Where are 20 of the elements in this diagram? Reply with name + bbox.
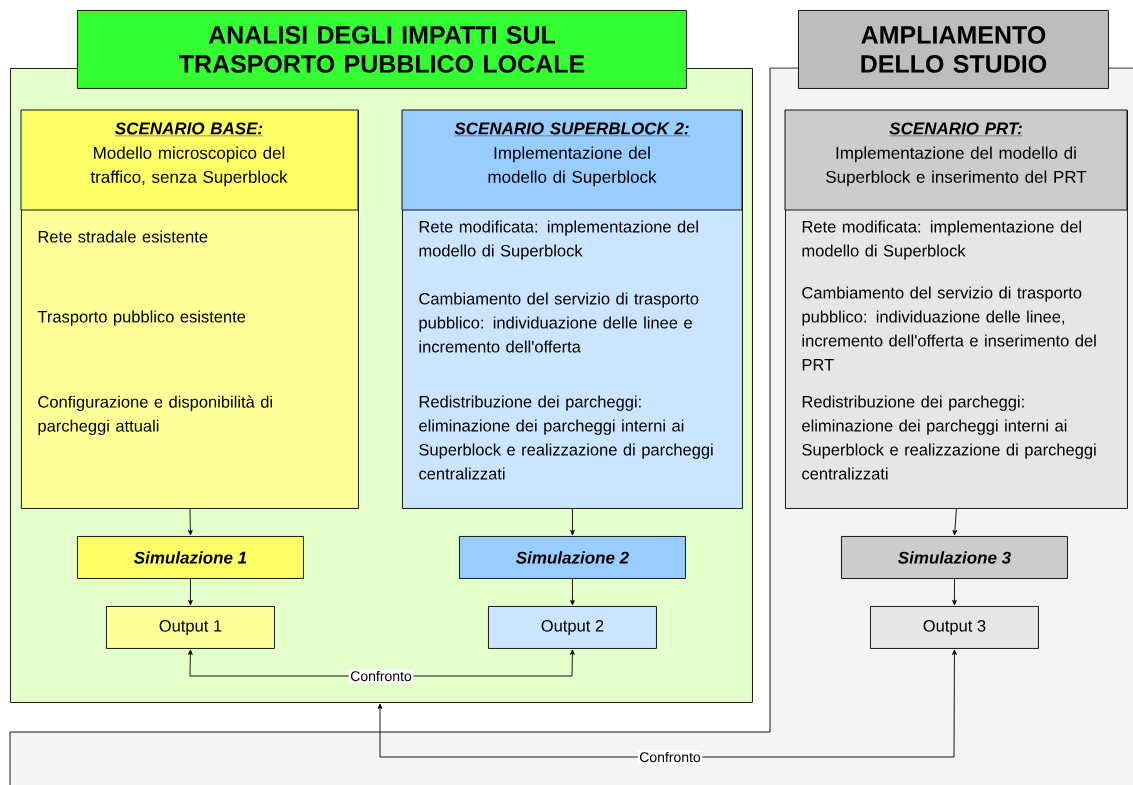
simulation-box: Simulazione 3	[841, 536, 1068, 579]
output-box: Output 3	[870, 606, 1039, 649]
arrow	[187, 508, 193, 536]
arrow	[377, 649, 957, 758]
output-box: Output 2	[488, 606, 657, 649]
node-label: ANALISI DEGLI IMPATTI SUL	[208, 26, 556, 44]
edge-label: Confronto	[637, 750, 703, 764]
arrow	[570, 508, 575, 536]
arrow	[952, 578, 957, 606]
scenario-box: SCENARIO BASE: Modello microscopico del traffico, senza Superblock Rete stradale esistente Trasporto pubblico esistente Configurazione e disponibilità di parcheggi attuali	[20, 109, 359, 509]
edge-label: Confronto	[348, 669, 414, 683]
node-label: AMPLIAMENTO	[861, 26, 1046, 44]
arrow	[188, 578, 193, 606]
arrow	[952, 508, 958, 536]
scenario-box: SCENARIO SUPERBLOCK 2: Implementazione del modello di Superblock Rete modificata: implementazione del modello di Superblock Cambiamento del servizio di trasporto pubblico: individuazione delle linee e incremento dell'offerta Redistribuzione dei parcheggi: eliminazione dei parcheggi interni ai Superblock e realizzazione di parcheggi centralizzati	[401, 109, 743, 509]
simulation-box: Simulazione 1	[77, 536, 304, 579]
output-box: Output 1	[106, 606, 275, 649]
simulation-box: Simulazione 2	[459, 536, 686, 579]
scenario-box: SCENARIO PRT: Implementazione del modello di Superblock e inserimento del PRT Rete modificata: implementazione del modello di Superblock Cambiamento del servizio di trasporto pubblico: individuazione delle linee, incremento dell'offerta e inserimento del PRT Redistribuzione dei parcheggi: eliminazione dei parcheggi interni ai Superblock e realizzazione di parcheggi centralizzati	[784, 109, 1128, 509]
arrow	[570, 578, 575, 606]
